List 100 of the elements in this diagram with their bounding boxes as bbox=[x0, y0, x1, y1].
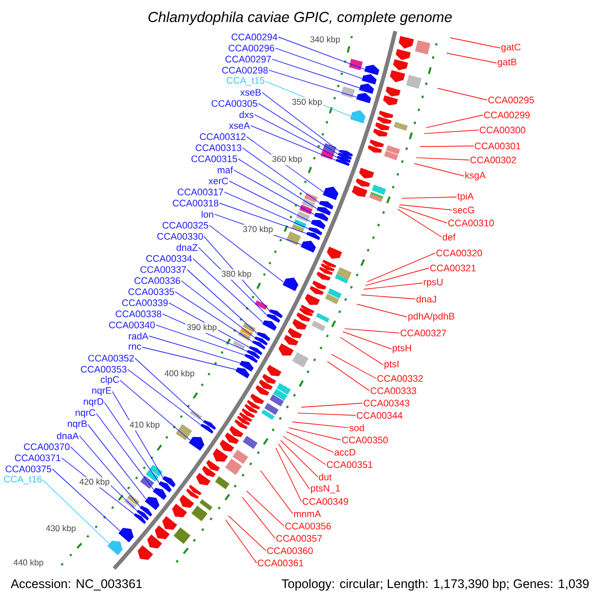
gene-label: gatC bbox=[501, 44, 521, 52]
leader-line bbox=[148, 336, 240, 364]
gene-label: dnaZ bbox=[176, 244, 198, 251]
leader-line bbox=[300, 402, 363, 408]
tick-label: 370 kbp bbox=[242, 224, 274, 235]
gene-marker bbox=[140, 506, 152, 517]
leader-line bbox=[414, 163, 464, 176]
gene-label: CCA00305 bbox=[212, 100, 258, 107]
gene-marker bbox=[252, 340, 266, 350]
gene-label: CCA00352 bbox=[88, 354, 134, 362]
leader-line bbox=[402, 196, 457, 199]
leader-line bbox=[186, 269, 258, 334]
gene-marker bbox=[246, 350, 260, 360]
gene-label: xseA bbox=[228, 122, 250, 129]
gene-label: CCA00336 bbox=[134, 277, 180, 284]
leader-line bbox=[42, 480, 110, 544]
leader-line bbox=[70, 446, 138, 512]
leader-line bbox=[356, 304, 408, 318]
leader-line bbox=[272, 58, 360, 88]
gene-label: ksgA bbox=[465, 172, 486, 180]
tick-label: 380 kbp bbox=[220, 269, 253, 280]
title: Chlamydophila caviae GPIC, complete genome bbox=[148, 12, 452, 26]
leader-line bbox=[288, 427, 342, 440]
gene-label: CCA00344 bbox=[356, 412, 402, 419]
gene-marker bbox=[107, 540, 123, 556]
tick-label: 400 kbp bbox=[163, 368, 196, 380]
gene-label: CCA00339 bbox=[122, 299, 168, 306]
gene-marker bbox=[202, 420, 216, 430]
gene-marker bbox=[239, 360, 254, 372]
gene-label: dnaJ bbox=[416, 296, 436, 302]
leader-line bbox=[344, 328, 400, 334]
leader-line bbox=[399, 204, 452, 210]
gene-marker bbox=[338, 152, 352, 160]
gene-marker bbox=[306, 232, 320, 240]
leader-line bbox=[120, 380, 191, 441]
gene-label: CCA00350 bbox=[342, 436, 388, 444]
gene-label: CCA00301 bbox=[474, 142, 520, 150]
gene-label: CCA_t16 bbox=[4, 476, 42, 484]
leader-line bbox=[275, 448, 302, 502]
gene-marker bbox=[338, 150, 353, 157]
gene-label: gatB bbox=[498, 58, 516, 68]
tick-label: 350 kbp bbox=[290, 97, 324, 108]
leader-line bbox=[268, 70, 357, 98]
leader-line bbox=[420, 146, 474, 147]
leader-line bbox=[112, 391, 164, 478]
leader-line bbox=[278, 36, 366, 70]
leader-line bbox=[446, 52, 497, 64]
leader-line bbox=[155, 324, 246, 356]
leader-line bbox=[242, 147, 320, 204]
gene-label: CCA00297 bbox=[225, 56, 271, 62]
leader-line bbox=[262, 92, 340, 152]
gene-marker bbox=[319, 200, 334, 210]
gene-label: tpiA bbox=[457, 192, 474, 202]
gene-label: CCA00330 bbox=[157, 232, 203, 240]
gene-label: CCA00371 bbox=[14, 454, 60, 462]
leader-line bbox=[260, 470, 294, 514]
leader-line bbox=[228, 515, 266, 552]
gene-marker bbox=[188, 436, 204, 451]
gene-label: CCA00375 bbox=[6, 466, 52, 472]
leader-line bbox=[365, 268, 430, 286]
gene-label: CCA00300 bbox=[480, 126, 526, 134]
leader-line bbox=[437, 88, 488, 100]
leader-line bbox=[274, 48, 362, 79]
gene-marker bbox=[314, 212, 328, 222]
tick-label: 360 kbp bbox=[270, 154, 304, 165]
gene-label: CCA00321 bbox=[430, 264, 476, 272]
leader-line bbox=[242, 496, 276, 539]
gene-label: CCA00332 bbox=[377, 375, 423, 382]
gene-label: CCA00295 bbox=[488, 96, 534, 104]
gene-label: dnaA bbox=[56, 432, 79, 440]
leader-line bbox=[96, 413, 154, 490]
gene-label: CCA00361 bbox=[258, 560, 304, 566]
gene-marker bbox=[322, 186, 338, 200]
gene-marker bbox=[316, 206, 331, 216]
gene-label: CCA00312 bbox=[200, 133, 246, 140]
gene-label: CCA00296 bbox=[228, 44, 274, 52]
gene-label: dxs bbox=[239, 111, 254, 118]
gene-marker bbox=[266, 314, 280, 323]
gene-marker bbox=[162, 476, 176, 488]
tick-label: 410 kbp bbox=[128, 420, 161, 431]
gene-marker bbox=[362, 74, 377, 85]
leader-line bbox=[327, 361, 370, 392]
tick-label: 390 kbp bbox=[185, 322, 218, 333]
gene-marker bbox=[118, 528, 134, 542]
leader-line bbox=[134, 358, 204, 422]
leader-line bbox=[282, 436, 326, 465]
gene-label: CCA00299 bbox=[484, 112, 530, 118]
gene-label: CCA00313 bbox=[196, 144, 242, 152]
gene-label: CCA00351 bbox=[326, 461, 372, 468]
footer-text: Topology: circular; Length: 1,173,390 bp; Genes: 1,039 bbox=[282, 578, 589, 591]
gene-label: lon bbox=[202, 210, 214, 218]
gene-label: CCA00356 bbox=[285, 522, 331, 530]
gene-label: mnmA bbox=[294, 510, 321, 518]
leader-line bbox=[79, 435, 140, 508]
leader-line bbox=[225, 519, 257, 564]
gene-marker bbox=[256, 332, 270, 342]
leader-line bbox=[254, 114, 338, 158]
leader-line bbox=[360, 294, 416, 300]
gene-label: CCA00334 bbox=[146, 255, 192, 262]
leader-line bbox=[224, 192, 309, 230]
